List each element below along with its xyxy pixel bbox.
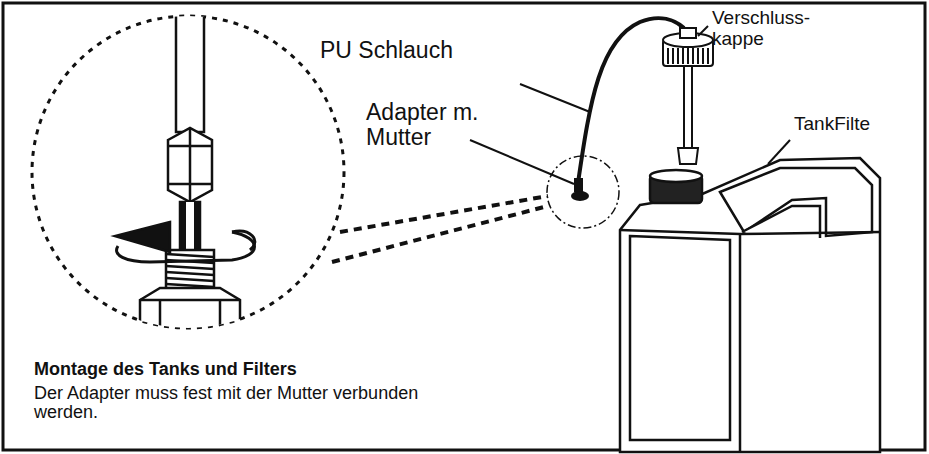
leader-lines: [470, 26, 790, 184]
detail-view: [115, 0, 255, 336]
detail-marker: [547, 156, 619, 228]
part-label: Verschluss- kappe: [712, 8, 812, 49]
title: Montage des Tanks und Filters: [34, 360, 297, 379]
tank: [620, 158, 880, 452]
cap: [663, 28, 713, 164]
part-label: Adapter m. Mutter: [366, 100, 491, 150]
part-label: PU Schlauch: [320, 38, 453, 63]
part-label: TankFilte: [794, 114, 870, 135]
caption: Der Adapter muss fest mit der Mutter ver…: [34, 384, 454, 423]
